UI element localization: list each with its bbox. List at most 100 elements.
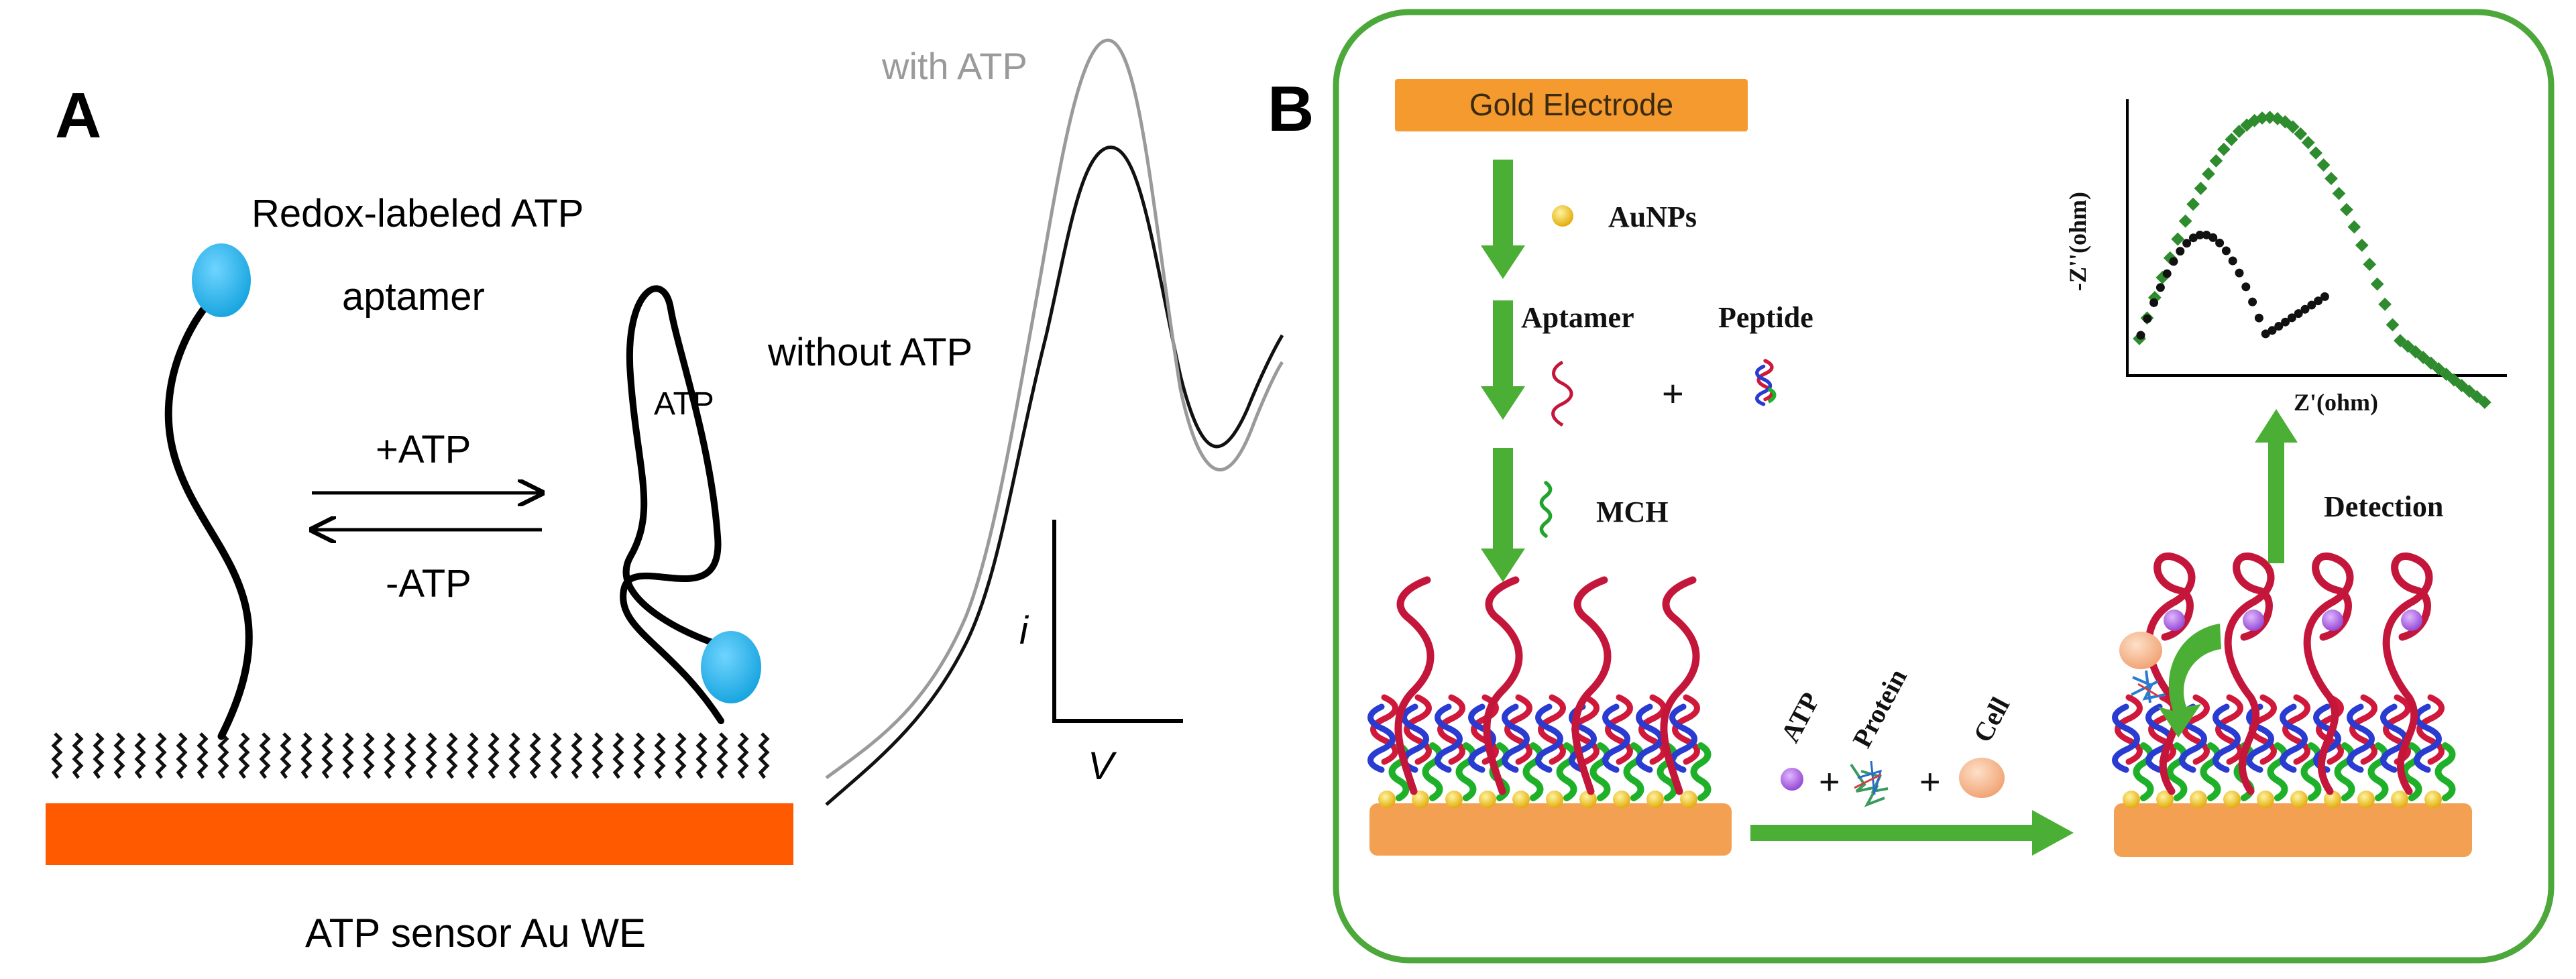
without-atp-label: without ATP (767, 331, 972, 374)
sam-chain (490, 734, 497, 778)
sam-chain (199, 734, 206, 778)
step-arrows (1481, 160, 1525, 582)
aptamer-icon (1551, 360, 1573, 427)
eis-point-black (2261, 329, 2270, 339)
eis-point-green (2447, 373, 2461, 387)
eis-point-green (2477, 396, 2491, 409)
mch-icon (1541, 483, 1550, 536)
eis-point-green (2416, 351, 2430, 365)
eis-point-green (2178, 214, 2192, 228)
gold-nanoparticle (2257, 791, 2274, 808)
sam-chain (677, 734, 684, 778)
sam-chain (657, 734, 663, 778)
step1-label: AuNPs (1608, 200, 1697, 233)
eis-point-green (2332, 186, 2346, 200)
sam-chain (449, 734, 455, 778)
aptamer-label-line1: Redox-labeled ATP (251, 192, 583, 235)
eis-point-black (2208, 233, 2218, 242)
bound-atp-molecule (2322, 610, 2343, 631)
folded-aptamer-ribbon (2303, 553, 2354, 795)
redox-label-free (192, 243, 251, 317)
step2-aptamer-label: Aptamer (1521, 301, 1634, 334)
eis-point-green (2347, 220, 2361, 234)
eis-point-green (2363, 257, 2377, 272)
panel-b-frame (1333, 9, 2555, 964)
eis-point-green (2432, 361, 2446, 376)
gold-nanoparticle (2123, 791, 2140, 808)
eis-point-green (2194, 182, 2208, 195)
eis-point-green (2301, 135, 2315, 150)
eis-point-green (2355, 238, 2369, 252)
gold-nanoparticle (2357, 791, 2375, 808)
gold-nanoparticle (1512, 791, 1530, 808)
sam-chain (761, 734, 767, 778)
sam-chain (573, 734, 580, 778)
eis-point-black (2241, 282, 2251, 292)
eis-curve-after-binding (2133, 111, 2491, 409)
eis-point-green (2232, 125, 2246, 138)
electrode-right-probes (2115, 553, 2453, 808)
sam-chain (615, 734, 622, 778)
sam-chain (241, 734, 247, 778)
eis-point-black (2254, 313, 2263, 323)
target-plus-2: + (1919, 762, 1941, 802)
forward-reaction-label: +ATP (376, 428, 471, 471)
eis-point-black (2202, 230, 2211, 239)
sam-chain (262, 734, 268, 778)
eis-point-green (2186, 197, 2200, 211)
eis-point-black (2215, 238, 2225, 247)
gold-nanoparticle (2391, 791, 2408, 808)
peptide-helix (1371, 697, 1396, 770)
atp-molecule-icon (1781, 768, 1803, 791)
sam-chain (594, 734, 601, 778)
eis-point-green (2325, 172, 2338, 186)
gold-nanoparticle (1412, 791, 1429, 808)
target-cell-label: Cell (1967, 692, 2015, 747)
eis-point-green (2408, 345, 2422, 359)
protein-icon (1850, 760, 1889, 807)
gold-nanoparticle (1646, 791, 1664, 808)
sam-chain (137, 734, 144, 778)
gold-nanoparticle (1479, 791, 1496, 808)
sam-chain (698, 734, 705, 778)
sam-chain (719, 734, 726, 778)
sam-chain (366, 734, 372, 778)
eis-point-black (2320, 292, 2329, 301)
bound-atp-label: ATP (654, 386, 714, 422)
with-atp-label: with ATP (881, 45, 1027, 87)
aptamer-ribbon (1571, 576, 1612, 795)
reverse-reaction-label: -ATP (386, 562, 471, 606)
step2-plus: + (1662, 372, 1684, 414)
detection-label: Detection (2324, 490, 2443, 523)
eis-point-black (2195, 231, 2204, 240)
gold-nanoparticle (2324, 791, 2341, 808)
gold-electrode-left (1369, 803, 1732, 856)
captured-protein-icon (2131, 670, 2166, 703)
eis-point-green (2255, 111, 2269, 125)
sam-chain (345, 734, 351, 778)
eis-point-black (2228, 256, 2237, 266)
sam-chain (158, 734, 164, 778)
gold-electrode-right (2114, 803, 2472, 857)
bound-aptamer-strand (620, 285, 724, 724)
panel-b-letter: B (1268, 73, 1314, 145)
sam-chain (178, 734, 185, 778)
eis-point-green (2439, 367, 2453, 382)
folded-aptamer-ribbon (2224, 553, 2275, 795)
step3-label: MCH (1596, 496, 1669, 528)
eis-point-black (2267, 326, 2277, 335)
eis-point-black (2235, 268, 2244, 278)
eis-point-green (2225, 133, 2239, 146)
eis-point-green (2455, 379, 2469, 392)
sam-chain (54, 734, 60, 778)
eis-point-green (2294, 127, 2308, 141)
eis-point-green (2424, 356, 2438, 370)
gold-electrode-box (1395, 79, 1748, 131)
eis-point-black (2149, 298, 2159, 307)
eis-point-green (2463, 384, 2476, 398)
eis-point-black (2307, 300, 2316, 310)
eis-point-black (2162, 269, 2172, 278)
gold-nanoparticle (2190, 791, 2207, 808)
sam-chain (553, 734, 559, 778)
